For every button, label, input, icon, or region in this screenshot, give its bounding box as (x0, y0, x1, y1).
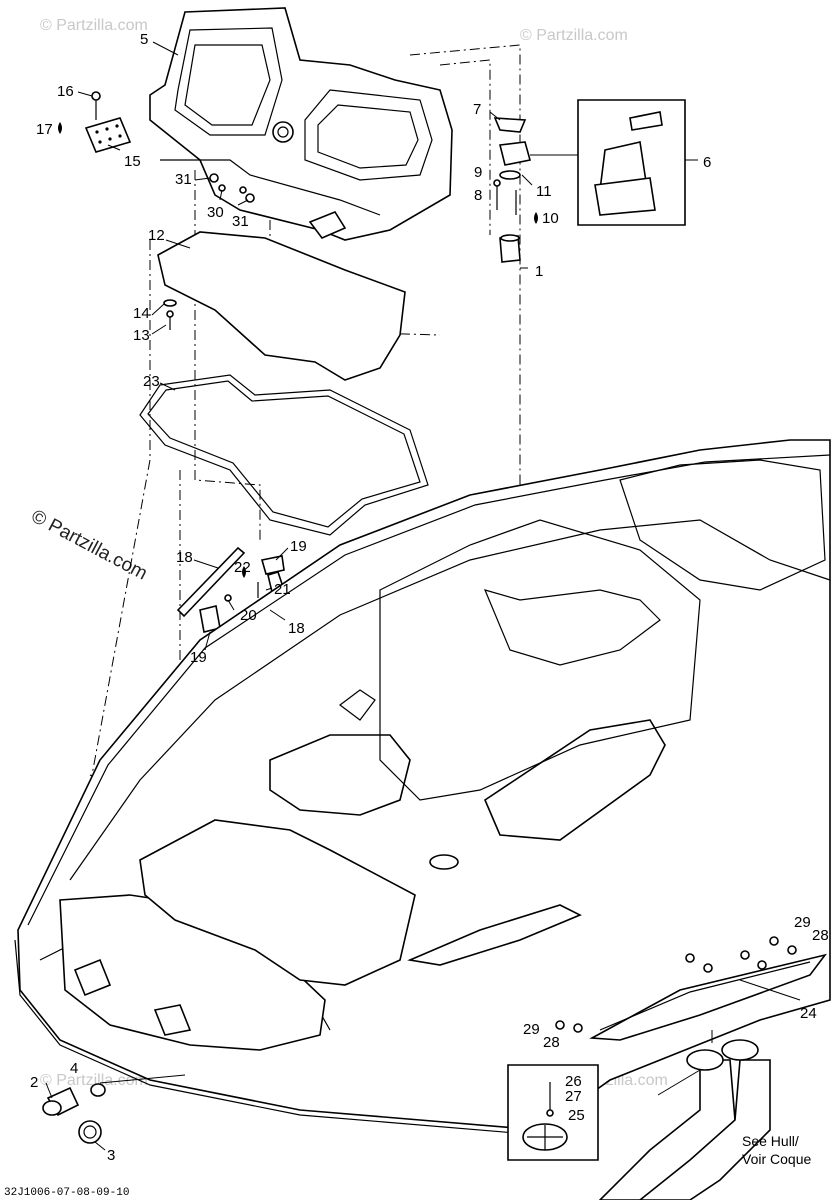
callout-13[interactable]: 13 (133, 327, 150, 344)
callout-11[interactable]: 11 (536, 183, 552, 200)
hinge-assembly (58, 91, 132, 153)
drain-plug (42, 1074, 186, 1144)
callout-29-left[interactable]: 29 (523, 1021, 540, 1038)
callout-20[interactable]: 20 (240, 607, 257, 624)
inset-grate-detail (507, 1064, 599, 1161)
callout-18-upper[interactable]: 18 (176, 549, 193, 566)
deflector-plate (555, 936, 827, 1041)
callout-25[interactable]: 25 (568, 1107, 585, 1124)
callout-19-upper[interactable]: 19 (290, 538, 307, 555)
inset-pump-detail (530, 99, 698, 226)
callout-30[interactable]: 30 (207, 204, 224, 221)
see-hull-note-line2: Voir Coque (742, 1151, 811, 1167)
seal-ring (139, 374, 429, 536)
callout-18-lower[interactable]: 18 (288, 620, 305, 637)
exhaust-pipes (598, 1030, 771, 1200)
storage-tray (149, 7, 453, 241)
callout-28-right[interactable]: 28 (812, 927, 829, 944)
callout-6[interactable]: 6 (703, 154, 711, 171)
callout-17[interactable]: 17 (36, 121, 53, 138)
callout-10[interactable]: 10 (542, 210, 559, 227)
callout-31-left[interactable]: 31 (175, 171, 192, 188)
callout-2[interactable]: 2 (30, 1074, 38, 1091)
watermark-faint: © Partzilla.com (40, 17, 148, 34)
drawing-code: 32J1006-07-08-09-10 (4, 1187, 129, 1199)
callout-15[interactable]: 15 (124, 153, 141, 170)
callout-21[interactable]: 21 (274, 581, 291, 598)
callout-labels: 1 2 3 4 5 6 7 8 9 10 11 12 13 14 15 16 1… (30, 31, 829, 1164)
callout-22[interactable]: 22 (234, 559, 251, 576)
callout-31-right[interactable]: 31 (232, 213, 249, 230)
lid-panel (157, 231, 406, 381)
callout-19-lower[interactable]: 19 (190, 649, 207, 666)
callout-24[interactable]: 24 (800, 1005, 817, 1022)
callout-1[interactable]: 1 (535, 263, 543, 280)
callout-9[interactable]: 9 (474, 164, 482, 181)
pump-parts (493, 117, 538, 263)
callout-29-right[interactable]: 29 (794, 914, 811, 931)
screw-13-14 (163, 299, 177, 330)
callout-16[interactable]: 16 (57, 83, 74, 100)
callout-27[interactable]: 27 (565, 1088, 582, 1105)
callout-3[interactable]: 3 (107, 1147, 115, 1164)
callout-23[interactable]: 23 (143, 373, 160, 390)
see-hull-note-line1: See Hull/ (742, 1133, 799, 1149)
callout-5[interactable]: 5 (140, 31, 148, 48)
callout-12[interactable]: 12 (148, 227, 165, 244)
hull-body (14, 439, 831, 1136)
callout-28-left[interactable]: 28 (543, 1034, 560, 1051)
watermark-faint: © Partzilla.com (40, 1072, 148, 1089)
callout-8[interactable]: 8 (474, 187, 482, 204)
callout-7[interactable]: 7 (473, 101, 481, 118)
callout-26[interactable]: 26 (565, 1073, 582, 1090)
watermark-main: © Partzilla.com (28, 506, 151, 585)
callout-4[interactable]: 4 (70, 1060, 78, 1077)
callout-14[interactable]: 14 (133, 305, 150, 322)
watermark-faint: © Partzilla.com (520, 27, 628, 44)
leader-lines (45, 41, 801, 1151)
